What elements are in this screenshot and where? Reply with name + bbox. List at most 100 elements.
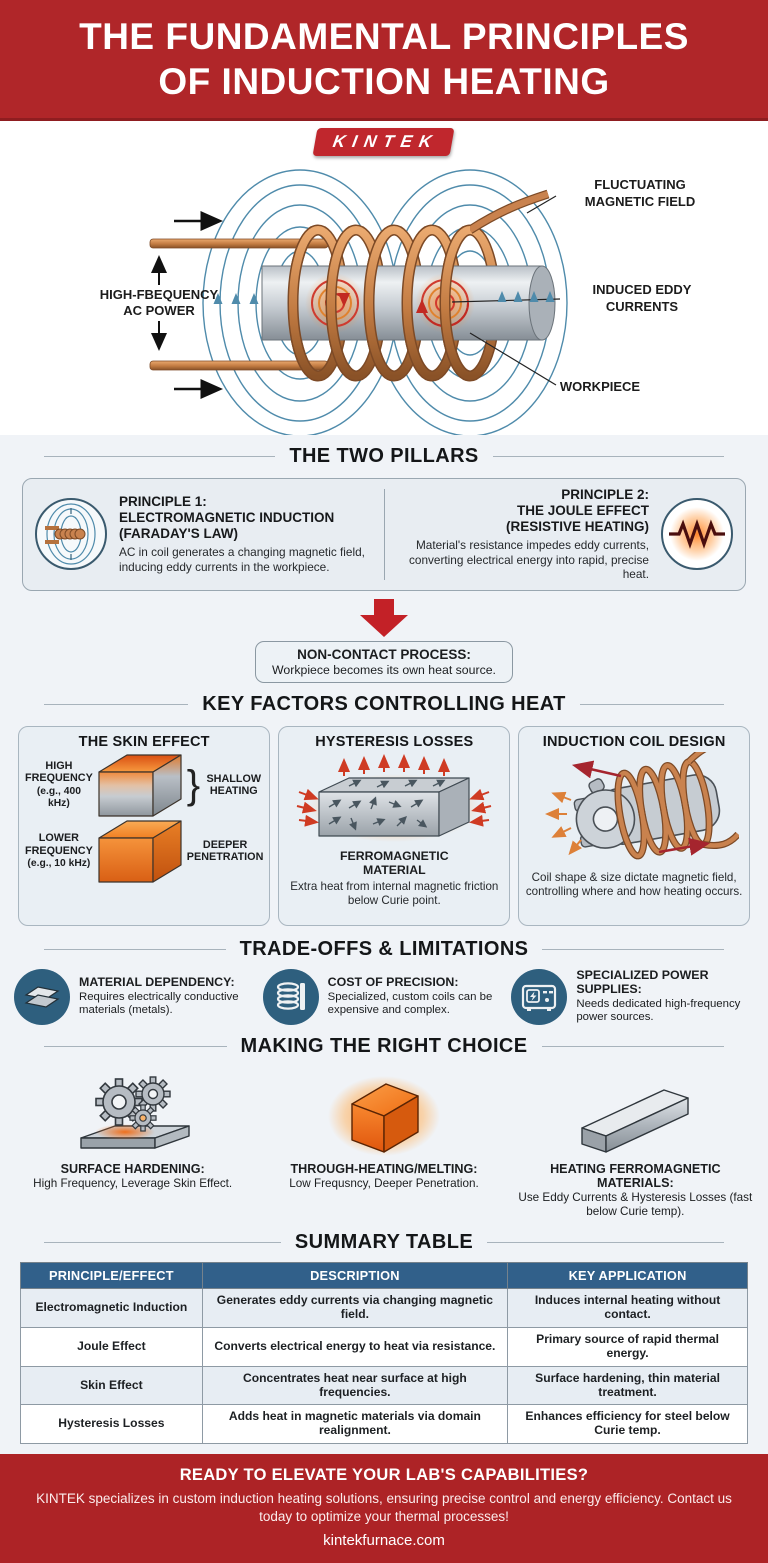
choice-heading: MAKING THE RIGHT CHOICE xyxy=(44,1035,724,1058)
steel-bar-icon xyxy=(560,1070,710,1158)
hysteresis-body: Extra heat from internal magnetic fricti… xyxy=(290,880,499,908)
choice-items: SURFACE HARDENING: High Frequency, Lever… xyxy=(10,1070,758,1219)
non-contact-body: Workpiece becomes its own heat source. xyxy=(272,662,496,677)
cell-r2c3: Primary source of rapid thermal energy. xyxy=(507,1326,748,1367)
high-frequency-row: HIGH FREQUENCY (e.g., 400 kHz) xyxy=(25,752,263,818)
pillars-box: PRINCIPLE 1: ELECTROMAGNETIC INDUCTION (… xyxy=(22,478,746,591)
two-pillars-heading-text: THE TWO PILLARS xyxy=(289,445,479,467)
ferromagnetic-caption: FERROMAGNETIC MATERIAL xyxy=(340,849,449,877)
tradeoff2-title: COST OF PRECISION: xyxy=(327,975,459,990)
key-factors-heading-text: KEY FACTORS CONTROLLING HEAT xyxy=(202,692,566,715)
gear-small xyxy=(134,1076,171,1112)
high-frequency-label: HIGH FREQUENCY (e.g., 400 kHz) xyxy=(25,760,93,810)
hf-line2: FREQUENCY xyxy=(25,772,93,785)
power-supply-icon xyxy=(511,968,568,1025)
tradeoff1-title: MATERIAL DEPENDENCY: xyxy=(79,975,235,990)
induction-coil-diagram-svg: HIGH-FBEQUENCY AC POWER xyxy=(100,169,695,435)
footer-headline: READY TO ELEVATE YOUR LAB'S CAPABILITIES… xyxy=(179,1466,589,1485)
custom-coil-icon xyxy=(262,968,319,1025)
tradeoffs-heading: TRADE-OFFS & LIMITATIONS xyxy=(44,938,724,961)
logo-strip: KINTEK xyxy=(0,121,768,163)
workpiece-pointer-line xyxy=(469,332,557,386)
hysteresis-title: HYSTERESIS LOSSES xyxy=(315,733,474,750)
sh-line1: SHALLOW xyxy=(206,772,262,785)
summary-table: PRINCIPLE/EFFECT DESCRIPTION KEY APPLICA… xyxy=(20,1262,748,1445)
cell-r4c1: Hysteresis Losses xyxy=(20,1404,203,1445)
cell-r4c3: Enhances efficiency for steel below Curi… xyxy=(507,1404,748,1445)
key-factors-heading: KEY FACTORS CONTROLLING HEAT xyxy=(44,693,724,716)
skin-effect-title: THE SKIN EFFECT xyxy=(78,733,210,750)
joule-effect-resistor-icon xyxy=(661,498,733,571)
power-label-line1: HIGH-FBEQUENCY xyxy=(100,287,219,302)
principle2-body: Material's resistance impedes eddy curre… xyxy=(409,537,649,582)
cell-r4c2: Adds heat in magnetic materials via doma… xyxy=(201,1404,509,1445)
principle-1: PRINCIPLE 1: ELECTROMAGNETIC INDUCTION (… xyxy=(33,487,372,582)
lf-line3: (e.g., 10 kHz) xyxy=(27,857,91,869)
coil-design-card: INDUCTION COIL DESIGN xyxy=(518,725,751,926)
principle2-title-line2: THE JOULE EFFECT xyxy=(516,502,649,518)
tradeoff1-body: Requires electrically conductive materia… xyxy=(79,990,239,1017)
glowing-cube-icon xyxy=(324,1070,444,1158)
choice-heading-text: MAKING THE RIGHT CHOICE xyxy=(240,1034,528,1057)
principle2-title-line1: PRINCIPLE 2: xyxy=(561,487,649,502)
gear-tiny xyxy=(129,1104,157,1132)
choice1-title: SURFACE HARDENING: xyxy=(60,1161,205,1176)
non-contact-title: NON-CONTACT PROCESS: xyxy=(297,646,471,662)
footer-cta: READY TO ELEVATE YOUR LAB'S CAPABILITIES… xyxy=(0,1454,768,1563)
principle1-body: AC in coil generates a changing magnetic… xyxy=(119,545,365,574)
non-contact-box: NON-CONTACT PROCESS: Workpiece becomes i… xyxy=(255,640,513,683)
eddy-label-line1: INDUCED EDDY xyxy=(593,282,692,297)
summary-header-row: PRINCIPLE/EFFECT DESCRIPTION KEY APPLICA… xyxy=(20,1262,748,1290)
dp-line1: DEEPER xyxy=(202,838,248,851)
table-row-joule-effect: Joule Effect Converts electrical energy … xyxy=(20,1326,748,1367)
eddy-pointer-line xyxy=(451,298,561,303)
tradeoff-cost-of-precision: COST OF PRECISION: Specialized, custom c… xyxy=(262,968,506,1025)
cell-r3c1: Skin Effect xyxy=(20,1365,203,1406)
choice-ferromagnetic: HEATING FERROMAGNETIC MATERIALS: Use Edd… xyxy=(513,1070,758,1219)
current-direction-arrows xyxy=(174,211,223,399)
choice-surface-hardening: SURFACE HARDENING: High Frequency, Lever… xyxy=(10,1070,255,1219)
metal-sheets-icon xyxy=(14,968,70,1025)
coil-design-title: INDUCTION COIL DESIGN xyxy=(542,733,726,750)
brace-icon xyxy=(187,765,200,805)
lf-line1: LOWER xyxy=(38,832,79,845)
tradeoff-material-dependency: MATERIAL DEPENDENCY: Requires electrical… xyxy=(14,968,257,1025)
footer-body: KINTEK specializes in custom induction h… xyxy=(36,1491,732,1524)
shallow-heating-label: SHALLOW HEATING xyxy=(204,773,263,798)
tradeoff3-title: SPECIALIZED POWER SUPPLIES: xyxy=(576,968,709,997)
coil-front-turns xyxy=(287,224,471,382)
dp-line2: PENETRATION xyxy=(186,850,264,863)
key-factor-cards: THE SKIN EFFECT HIGH FREQUENCY (e.g., 40… xyxy=(18,725,751,926)
hf-line1: HIGH xyxy=(45,759,73,772)
cell-r2c2: Converts electrical energy to heat via r… xyxy=(201,1326,509,1367)
coil-design-body: Coil shape & size dictate magnetic field… xyxy=(525,870,743,899)
title-banner: THE FUNDAMENTAL PRINCIPLES OF INDUCTION … xyxy=(0,0,768,121)
skin-effect-card: THE SKIN EFFECT HIGH FREQUENCY (e.g., 40… xyxy=(18,725,271,926)
ferro-line2: MATERIAL xyxy=(362,863,426,878)
lower-frequency-label: LOWER FREQUENCY (e.g., 10 kHz) xyxy=(25,832,93,870)
col-description: DESCRIPTION xyxy=(201,1262,509,1290)
summary-heading-text: SUMMARY TABLE xyxy=(294,1231,474,1254)
power-label-line2: AC POWER xyxy=(123,303,195,318)
col-principle: PRINCIPLE/EFFECT xyxy=(20,1262,203,1290)
choice2-title: THROUGH-HEATING/MELTING: xyxy=(290,1161,478,1176)
choice3-title: HEATING FERROMAGNETIC MATERIALS: xyxy=(550,1161,721,1190)
page-title-line1: THE FUNDAMENTAL PRINCIPLES xyxy=(79,15,689,57)
hysteresis-card: HYSTERESIS LOSSES xyxy=(278,725,511,926)
tradeoff2-body: Specialized, custom coils can be expensi… xyxy=(327,990,493,1017)
col-application: KEY APPLICATION xyxy=(507,1262,748,1290)
electromagnetic-induction-icon xyxy=(35,498,107,571)
eddy-label-line2: CURRENTS xyxy=(606,299,679,314)
two-pillars-heading: THE TWO PILLARS xyxy=(44,445,724,468)
hf-line3: (e.g., 400 kHz) xyxy=(36,785,81,810)
ferromagnetic-slab-icon xyxy=(297,753,492,842)
shallow-heated-cube-icon xyxy=(98,754,182,817)
cell-r1c2: Generates eddy currents via changing mag… xyxy=(201,1288,509,1328)
choice-through-heating: THROUGH-HEATING/MELTING: Low Frequsncy, … xyxy=(261,1070,506,1219)
tradeoff-items: MATERIAL DEPENDENCY: Requires electrical… xyxy=(14,968,754,1025)
eddy-field-arrows xyxy=(497,291,555,302)
coil-around-part-icon xyxy=(545,751,740,860)
field-pointer-line xyxy=(526,195,557,214)
page-title-line2: OF INDUCTION HEATING xyxy=(158,61,610,102)
